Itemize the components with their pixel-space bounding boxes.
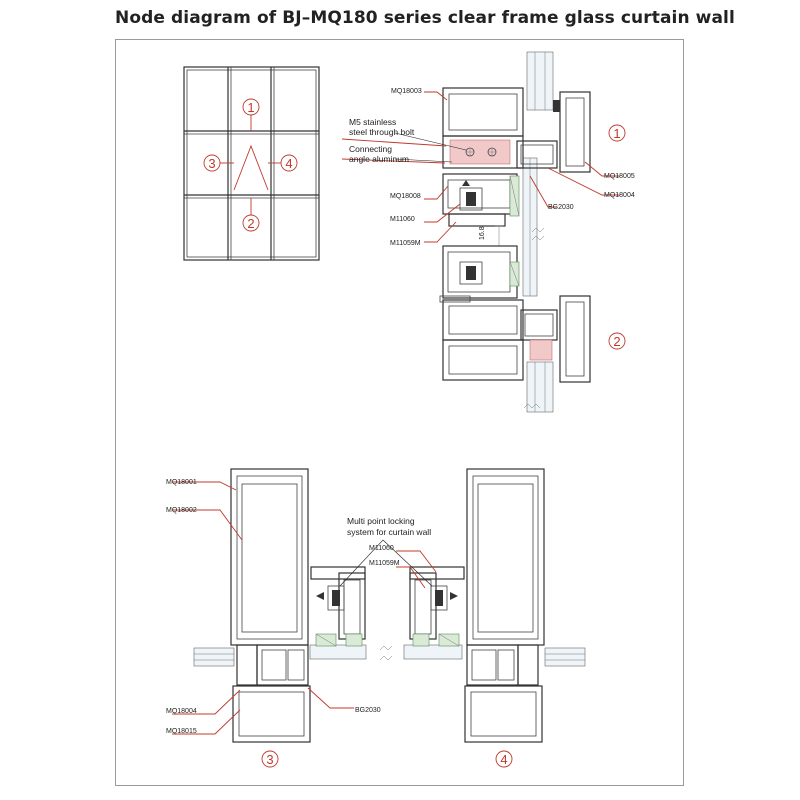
label-angle-line2: angle aluminum [349,154,409,164]
label-m11060-bottom: M11060 [369,545,394,552]
label-m11059m: M11059M [390,240,421,247]
label-m11059m-bottom: M11059M [369,560,400,567]
label-bg2030: BG2030 [548,204,574,211]
section-bottom: MQ18001 MQ18002 Multi point locking syst… [166,468,586,768]
label-mq18004: MQ18004 [604,192,635,199]
section-marker-4: 4 [500,752,507,767]
label-mq18002: MQ18002 [166,507,197,514]
diagram-frame [115,39,684,786]
label-bolt-line1: M5 stainless [349,117,396,127]
marker-4: 4 [285,156,292,171]
label-angle-line1: Connecting [349,144,392,154]
label-bg2030-bottom: BG2030 [355,707,381,714]
section-marker-1: 1 [613,126,620,141]
marker-2: 2 [247,216,254,231]
label-mq18008: MQ18008 [390,193,421,200]
label-mq18015: MQ18015 [166,728,197,735]
label-lock-line1: Multi point locking [347,516,415,526]
label-mq18001: MQ18001 [166,479,197,486]
marker-3: 3 [208,156,215,171]
label-mq18004-bottom: MQ18004 [166,708,197,715]
section-marker-3: 3 [266,752,273,767]
label-bolt-line2: steel through bolt [349,127,415,137]
page-title: Node diagram of BJ–MQ180 series clear fr… [115,8,735,28]
section-marker-2: 2 [613,334,620,349]
section-top-right: 16.8 MQ18003 M5 stainless [341,51,635,413]
dim-label: 16.8 [479,226,486,240]
label-m11060: M11060 [390,216,415,223]
marker-1: 1 [247,100,254,115]
label-mq18003: MQ18003 [391,88,422,95]
label-mq18005: MQ18005 [604,173,635,180]
label-lock-line2: system for curtain wall [347,527,431,537]
elevation-view: 1 2 3 4 [183,66,320,261]
